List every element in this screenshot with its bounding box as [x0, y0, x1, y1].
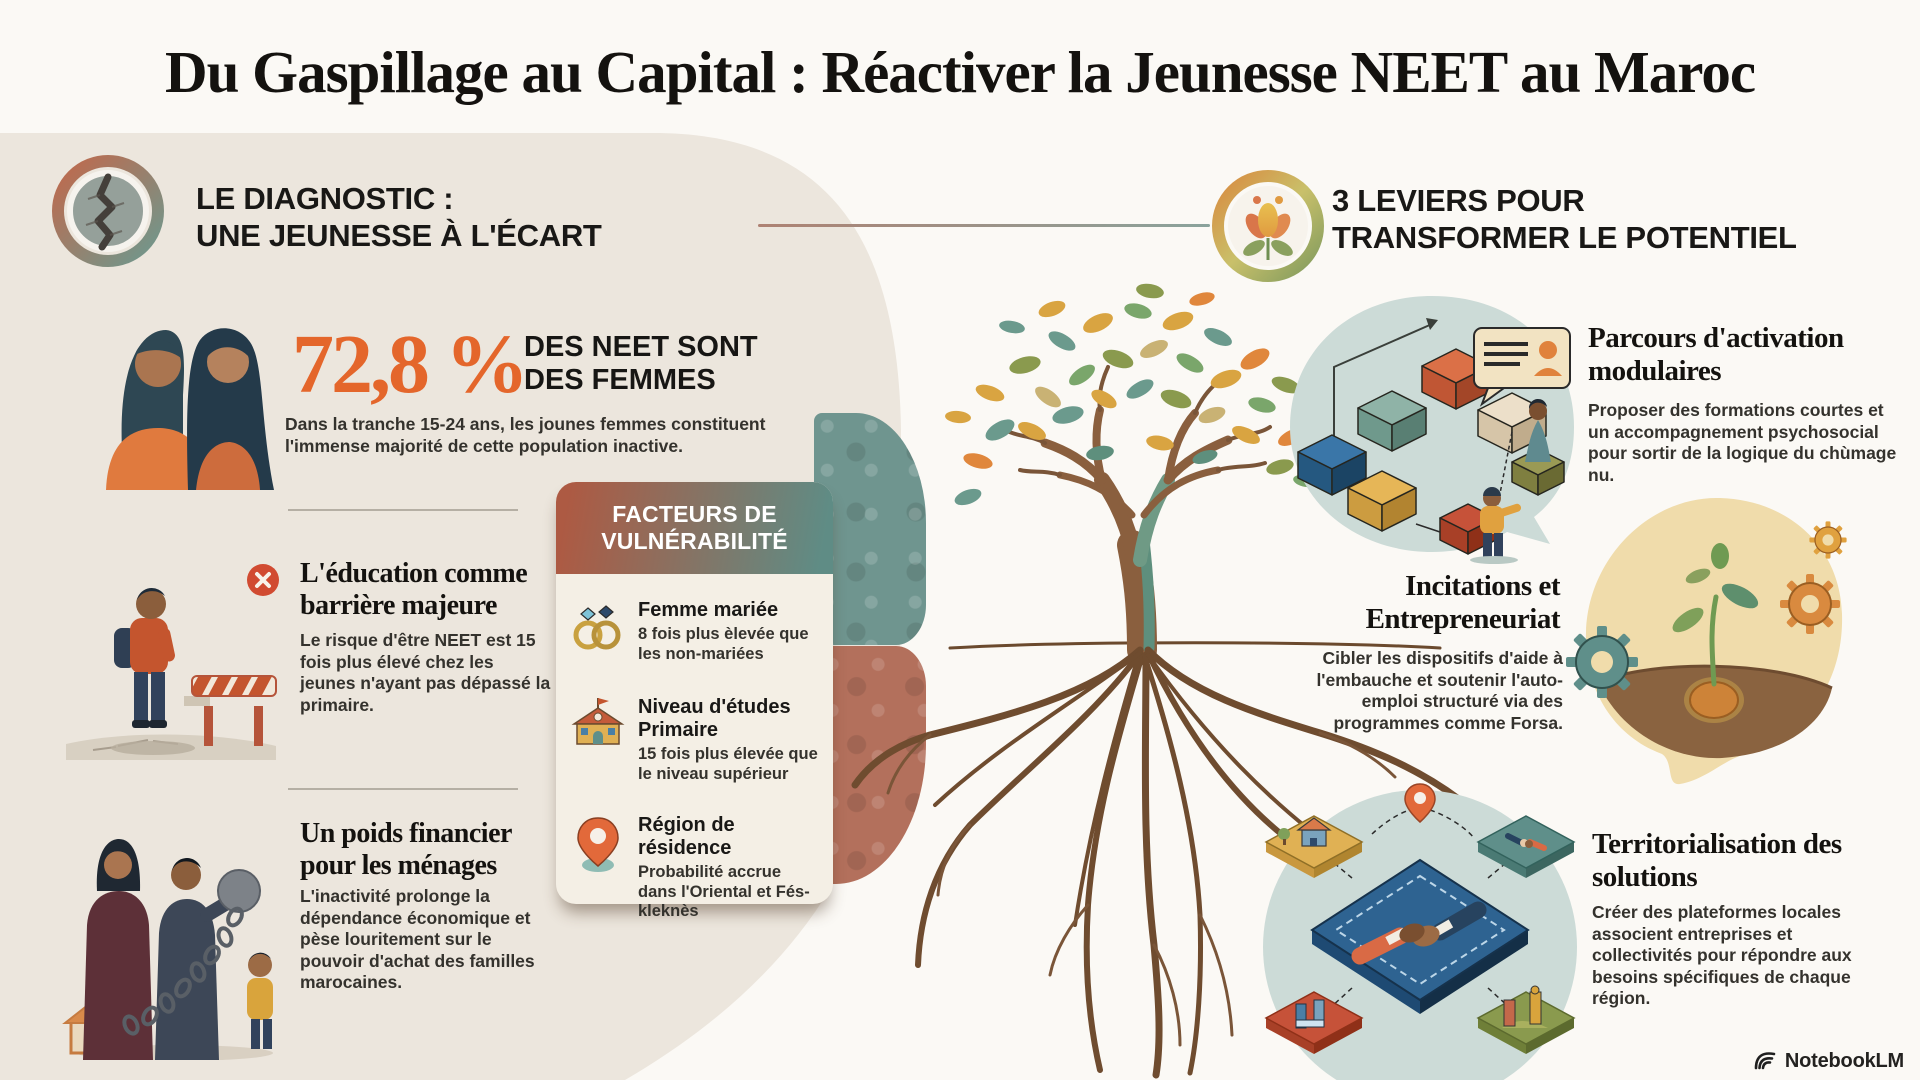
- right-section-header: 3 LEVIERS POUR TRANSFORMER LE POTENTIEL: [1332, 182, 1797, 256]
- vulnerability-item-title: Femme mariée: [638, 599, 779, 621]
- territorial-item-title: Territorialisation des solutions: [1592, 828, 1842, 893]
- x-mark-icon: [247, 564, 279, 596]
- vulnerability-panel-header-line2: VULNÉRABILITÉ: [601, 528, 788, 554]
- stat-label: DES NEET SONT DES FEMMES: [524, 331, 758, 397]
- vulnerability-panel: FACTEURS DE VULNÉRABILITÉ Femme mariée 8…: [556, 482, 833, 920]
- gear-icon: [1809, 521, 1847, 559]
- flower-icon: [1212, 170, 1324, 282]
- vulnerability-item-region: Région de résidence Probabilité accrue d…: [556, 814, 833, 922]
- right-section-header-line1: 3 LEVIERS POUR: [1332, 183, 1585, 218]
- school-icon: [571, 698, 625, 745]
- activation-illustration: [1290, 296, 1574, 564]
- vulnerability-item-title: Région de résidence: [638, 814, 735, 859]
- divider-line: [288, 788, 518, 790]
- financial-item-body: L'inactivité prolonge la dépendance écon…: [300, 886, 535, 992]
- right-section-header-line2: TRANSFORMER LE POTENTIEL: [1332, 220, 1797, 255]
- incentives-item-body: Cibler les dispositifs d'aide à l'embauc…: [1316, 648, 1563, 733]
- barrier-illustration: [66, 587, 277, 760]
- two-women-illustration: [106, 328, 274, 490]
- vulnerability-panel-header: FACTEURS DE VULNÉRABILITÉ: [556, 482, 833, 574]
- territorial-item-body: Créer des plateformes locales associent …: [1592, 902, 1852, 1008]
- gear-icon: [1566, 626, 1638, 698]
- stat-label-line1: DES NEET SONT: [524, 331, 758, 363]
- vulnerability-item-body: 15 fois plus élevée que le niveau supéri…: [638, 745, 818, 783]
- financial-item-title: Un poids financier pour les ménages: [300, 818, 512, 881]
- cracked-circle-icon: [52, 155, 164, 267]
- vulnerability-panel-header-line1: FACTEURS DE: [612, 501, 777, 527]
- divider-line: [288, 509, 518, 511]
- incentives-item-title: Incitations et Entrepreneuriat: [1365, 570, 1561, 635]
- left-section-header: LE DIAGNOSTIC : UNE JEUNESSE À L'ÉCART: [196, 180, 602, 254]
- education-item-body: Le risque d'être NEET est 15 fois plus é…: [300, 630, 551, 715]
- location-pin-icon: [577, 817, 619, 872]
- seed-gears-illustration: [1566, 497, 1847, 785]
- notebooklm-brand: NotebookLM: [1753, 1048, 1904, 1074]
- left-section-header-line1: LE DIAGNOSTIC :: [196, 181, 454, 216]
- activation-item-body: Proposer des formations courtes et un ac…: [1588, 400, 1897, 485]
- handshake-map-illustration: [1263, 783, 1577, 1080]
- gear-icon: [1780, 574, 1840, 634]
- vulnerability-item-body: Probabilité accrue dans l'Oriental et Fé…: [638, 863, 810, 920]
- vulnerability-item-body: 8 fois plus èlevée que les non-mariées: [638, 625, 809, 663]
- family-chain-illustration: [62, 839, 273, 1060]
- stat-description: Dans la tranche 15-24 ans, les jounes fe…: [285, 414, 766, 456]
- vulnerability-item-education: Niveau d'études Primaire 15 fois plus él…: [556, 696, 833, 784]
- activation-item-title: Parcours d'activation modulaires: [1588, 322, 1844, 387]
- stat-label-line2: DES FEMMES: [524, 364, 716, 396]
- notebooklm-logo-icon: [1754, 1052, 1776, 1070]
- stat-value: 72,8 %: [292, 318, 529, 411]
- section-divider-line: [758, 224, 1210, 227]
- vulnerability-item-married: Femme mariée 8 fois plus èlevée que les …: [556, 599, 833, 664]
- page-title: Du Gaspillage au Capital : Réactiver la …: [165, 39, 1756, 105]
- education-item-title: L'éducation comme barrière majeure: [300, 558, 528, 621]
- vulnerability-item-title: Niveau d'études Primaire: [638, 696, 791, 741]
- wedding-rings-icon: [573, 605, 621, 650]
- left-section-header-line2: UNE JEUNESSE À L'ÉCART: [196, 218, 602, 253]
- notebooklm-wordmark: NotebookLM: [1784, 1049, 1904, 1072]
